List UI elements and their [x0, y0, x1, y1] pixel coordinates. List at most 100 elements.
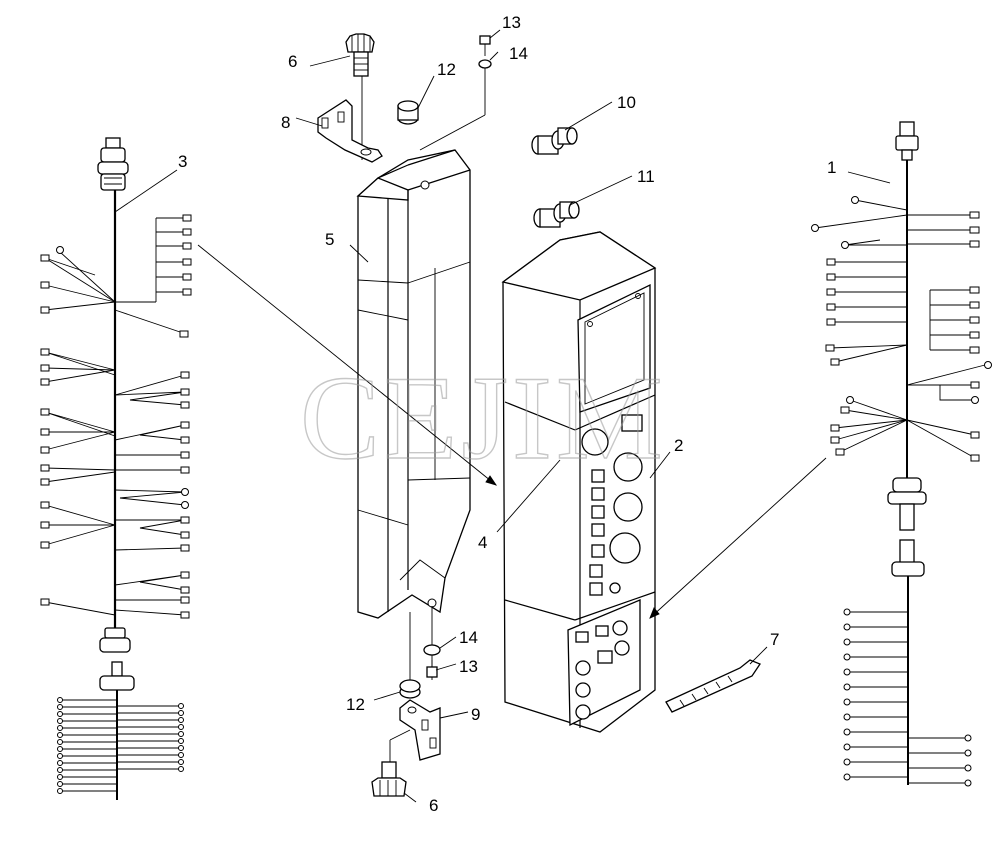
callout-11: 11 — [637, 167, 655, 186]
wire-terminal — [843, 683, 851, 691]
callout-6-bottom: 6 — [429, 796, 438, 815]
wire-terminal — [843, 728, 851, 736]
cable-tie-part-7 — [665, 659, 761, 713]
wire-terminal — [57, 774, 63, 780]
wire-terminal — [56, 246, 64, 254]
wire-terminal — [180, 401, 190, 409]
wire-terminal — [843, 758, 851, 766]
wire-terminal — [57, 725, 63, 731]
wire-terminal — [843, 623, 851, 631]
wire-terminal — [180, 544, 190, 552]
knob-part-6-bottom — [371, 761, 407, 797]
wire-terminal — [40, 446, 50, 454]
callout-12-top: 12 — [437, 60, 456, 79]
wire-terminal — [180, 451, 190, 459]
wire-terminal — [178, 759, 184, 765]
callout-labels: 1 2 3 4 5 6 6 7 8 9 10 11 12 12 13 13 14… — [178, 13, 836, 815]
wire-terminal — [182, 288, 192, 296]
wire-terminal — [830, 358, 840, 366]
wire-terminal — [826, 303, 836, 311]
bracket-part-8 — [317, 99, 383, 163]
wire-terminal — [964, 749, 972, 757]
wire-terminal — [178, 738, 184, 744]
wire-terminal — [180, 421, 190, 429]
wire-terminal — [830, 424, 840, 432]
wire-terminal — [826, 258, 836, 266]
wire-terminal — [811, 224, 819, 232]
wire-terminal — [851, 196, 859, 204]
wire-terminal — [57, 739, 63, 745]
wire-terminal — [57, 711, 63, 717]
wire-terminal — [178, 724, 184, 730]
wire-terminal — [969, 316, 980, 324]
wire-terminal — [182, 228, 192, 236]
wire-terminal — [178, 731, 184, 737]
wire-terminal — [57, 760, 63, 766]
wire-terminal — [180, 596, 190, 604]
plug-part-10 — [531, 127, 578, 155]
wire-terminal — [40, 364, 50, 372]
wire-terminal — [970, 381, 980, 389]
wire-terminal — [180, 516, 190, 524]
wire-terminal — [40, 521, 50, 529]
wire-terminal — [843, 743, 851, 751]
wire-terminal — [180, 586, 190, 594]
wire-terminal — [40, 428, 50, 436]
wire-terminal — [964, 779, 972, 787]
screw-part-13-top — [419, 35, 492, 151]
wire-terminal — [843, 713, 851, 721]
wire-terminal — [971, 396, 979, 404]
wire-terminal — [969, 240, 980, 248]
wire-terminal — [964, 764, 972, 772]
wire-terminal — [969, 226, 980, 234]
wire-terminal — [841, 241, 849, 249]
wire-terminal — [843, 653, 851, 661]
wire-terminal — [180, 388, 190, 396]
wire-terminal — [826, 288, 836, 296]
wire-terminal — [969, 346, 980, 354]
callout-14-top: 14 — [509, 44, 528, 63]
callout-9: 9 — [471, 705, 480, 724]
callout-6-top: 6 — [288, 52, 297, 71]
bracket-part-9 — [389, 699, 441, 765]
wire-terminal — [180, 371, 190, 379]
wire-terminal — [57, 704, 63, 710]
wire-terminal — [178, 766, 184, 772]
wire-terminal — [57, 732, 63, 738]
wiring-harness-left — [40, 137, 192, 800]
wire-terminal — [40, 378, 50, 386]
instrument-console-part-2 — [501, 231, 657, 733]
channel-cover-part-5 — [356, 149, 471, 619]
callout-13-top: 13 — [502, 13, 521, 32]
wire-terminal — [57, 781, 63, 787]
wire-terminal — [843, 773, 851, 781]
wire-terminal — [969, 301, 980, 309]
wire-terminal — [178, 703, 184, 709]
callout-8: 8 — [281, 113, 290, 132]
wire-terminal — [57, 746, 63, 752]
wire-terminal — [180, 571, 190, 579]
wire-terminal — [57, 753, 63, 759]
wire-terminal — [984, 361, 992, 369]
wire-terminal — [57, 718, 63, 724]
wire-terminal — [970, 431, 980, 439]
wire-terminal — [180, 466, 190, 474]
wire-terminal — [835, 448, 845, 456]
hardware-bottom — [399, 606, 441, 699]
wire-terminal — [178, 710, 184, 716]
wire-terminal — [969, 286, 980, 294]
wire-terminal — [843, 608, 851, 616]
wire-terminal — [180, 531, 190, 539]
wire-terminal — [825, 344, 835, 352]
wire-terminal — [182, 214, 192, 222]
wire-terminal — [969, 331, 980, 339]
wire-terminal — [181, 488, 189, 496]
wiring-harness-right — [811, 121, 992, 787]
wire-terminal — [40, 478, 50, 486]
wire-terminal — [40, 306, 50, 314]
wire-terminal — [182, 242, 192, 250]
wire-terminal — [40, 281, 50, 289]
callout-10: 10 — [617, 93, 636, 112]
watermark-text: CEJIM — [300, 351, 667, 484]
